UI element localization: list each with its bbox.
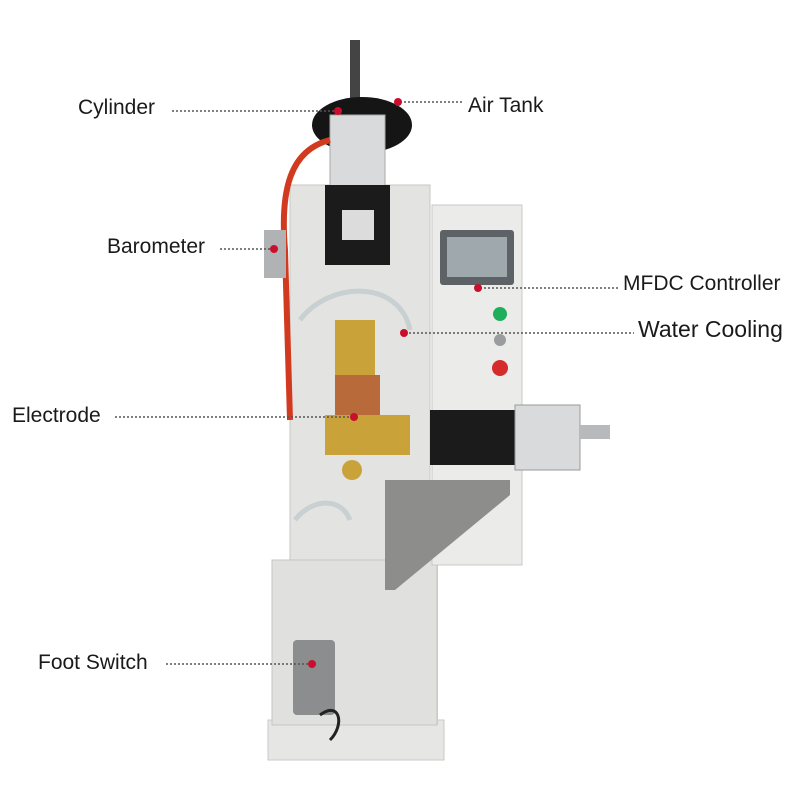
label-cylinder: Cylinder [78,96,156,119]
marker-electrode [350,413,358,421]
marker-barometer [270,245,278,253]
foot-switch-pedal [293,640,335,715]
horizontal-cylinder [430,410,520,465]
label-mfdc-controller: MFDC Controller [623,272,781,295]
controller-screen [447,237,507,277]
machine-base [267,719,445,761]
marker-cylinder [334,107,342,115]
horizontal-cylinder-cap [514,404,581,471]
red-button [492,360,508,376]
electrode-tip [342,460,362,480]
label-foot-switch: Foot Switch [38,651,148,674]
grey-button [494,334,506,346]
support-bracket [385,480,510,590]
cooling-pipe-lower [293,500,353,522]
upper-electrode-holder [335,320,375,375]
marker-air-tank [394,98,402,106]
foot-switch-cable [319,708,341,742]
horizontal-rod [580,425,610,439]
marker-mfdc [474,284,482,292]
green-button [493,307,507,321]
label-barometer: Barometer [107,235,206,258]
marker-foot-switch [308,660,316,668]
barometer-unit [264,230,286,278]
electrode-arm [335,375,380,415]
label-electrode: Electrode [12,404,101,427]
marker-water-cooling [400,329,408,337]
cylinder-body [329,114,386,191]
piston-rod [350,40,360,105]
lower-electrode-holder [325,415,410,455]
cooling-pipe-upper [298,288,413,331]
label-water-cooling: Water Cooling [638,316,783,342]
head-label [342,210,374,240]
label-air-tank: Air Tank [468,94,544,117]
